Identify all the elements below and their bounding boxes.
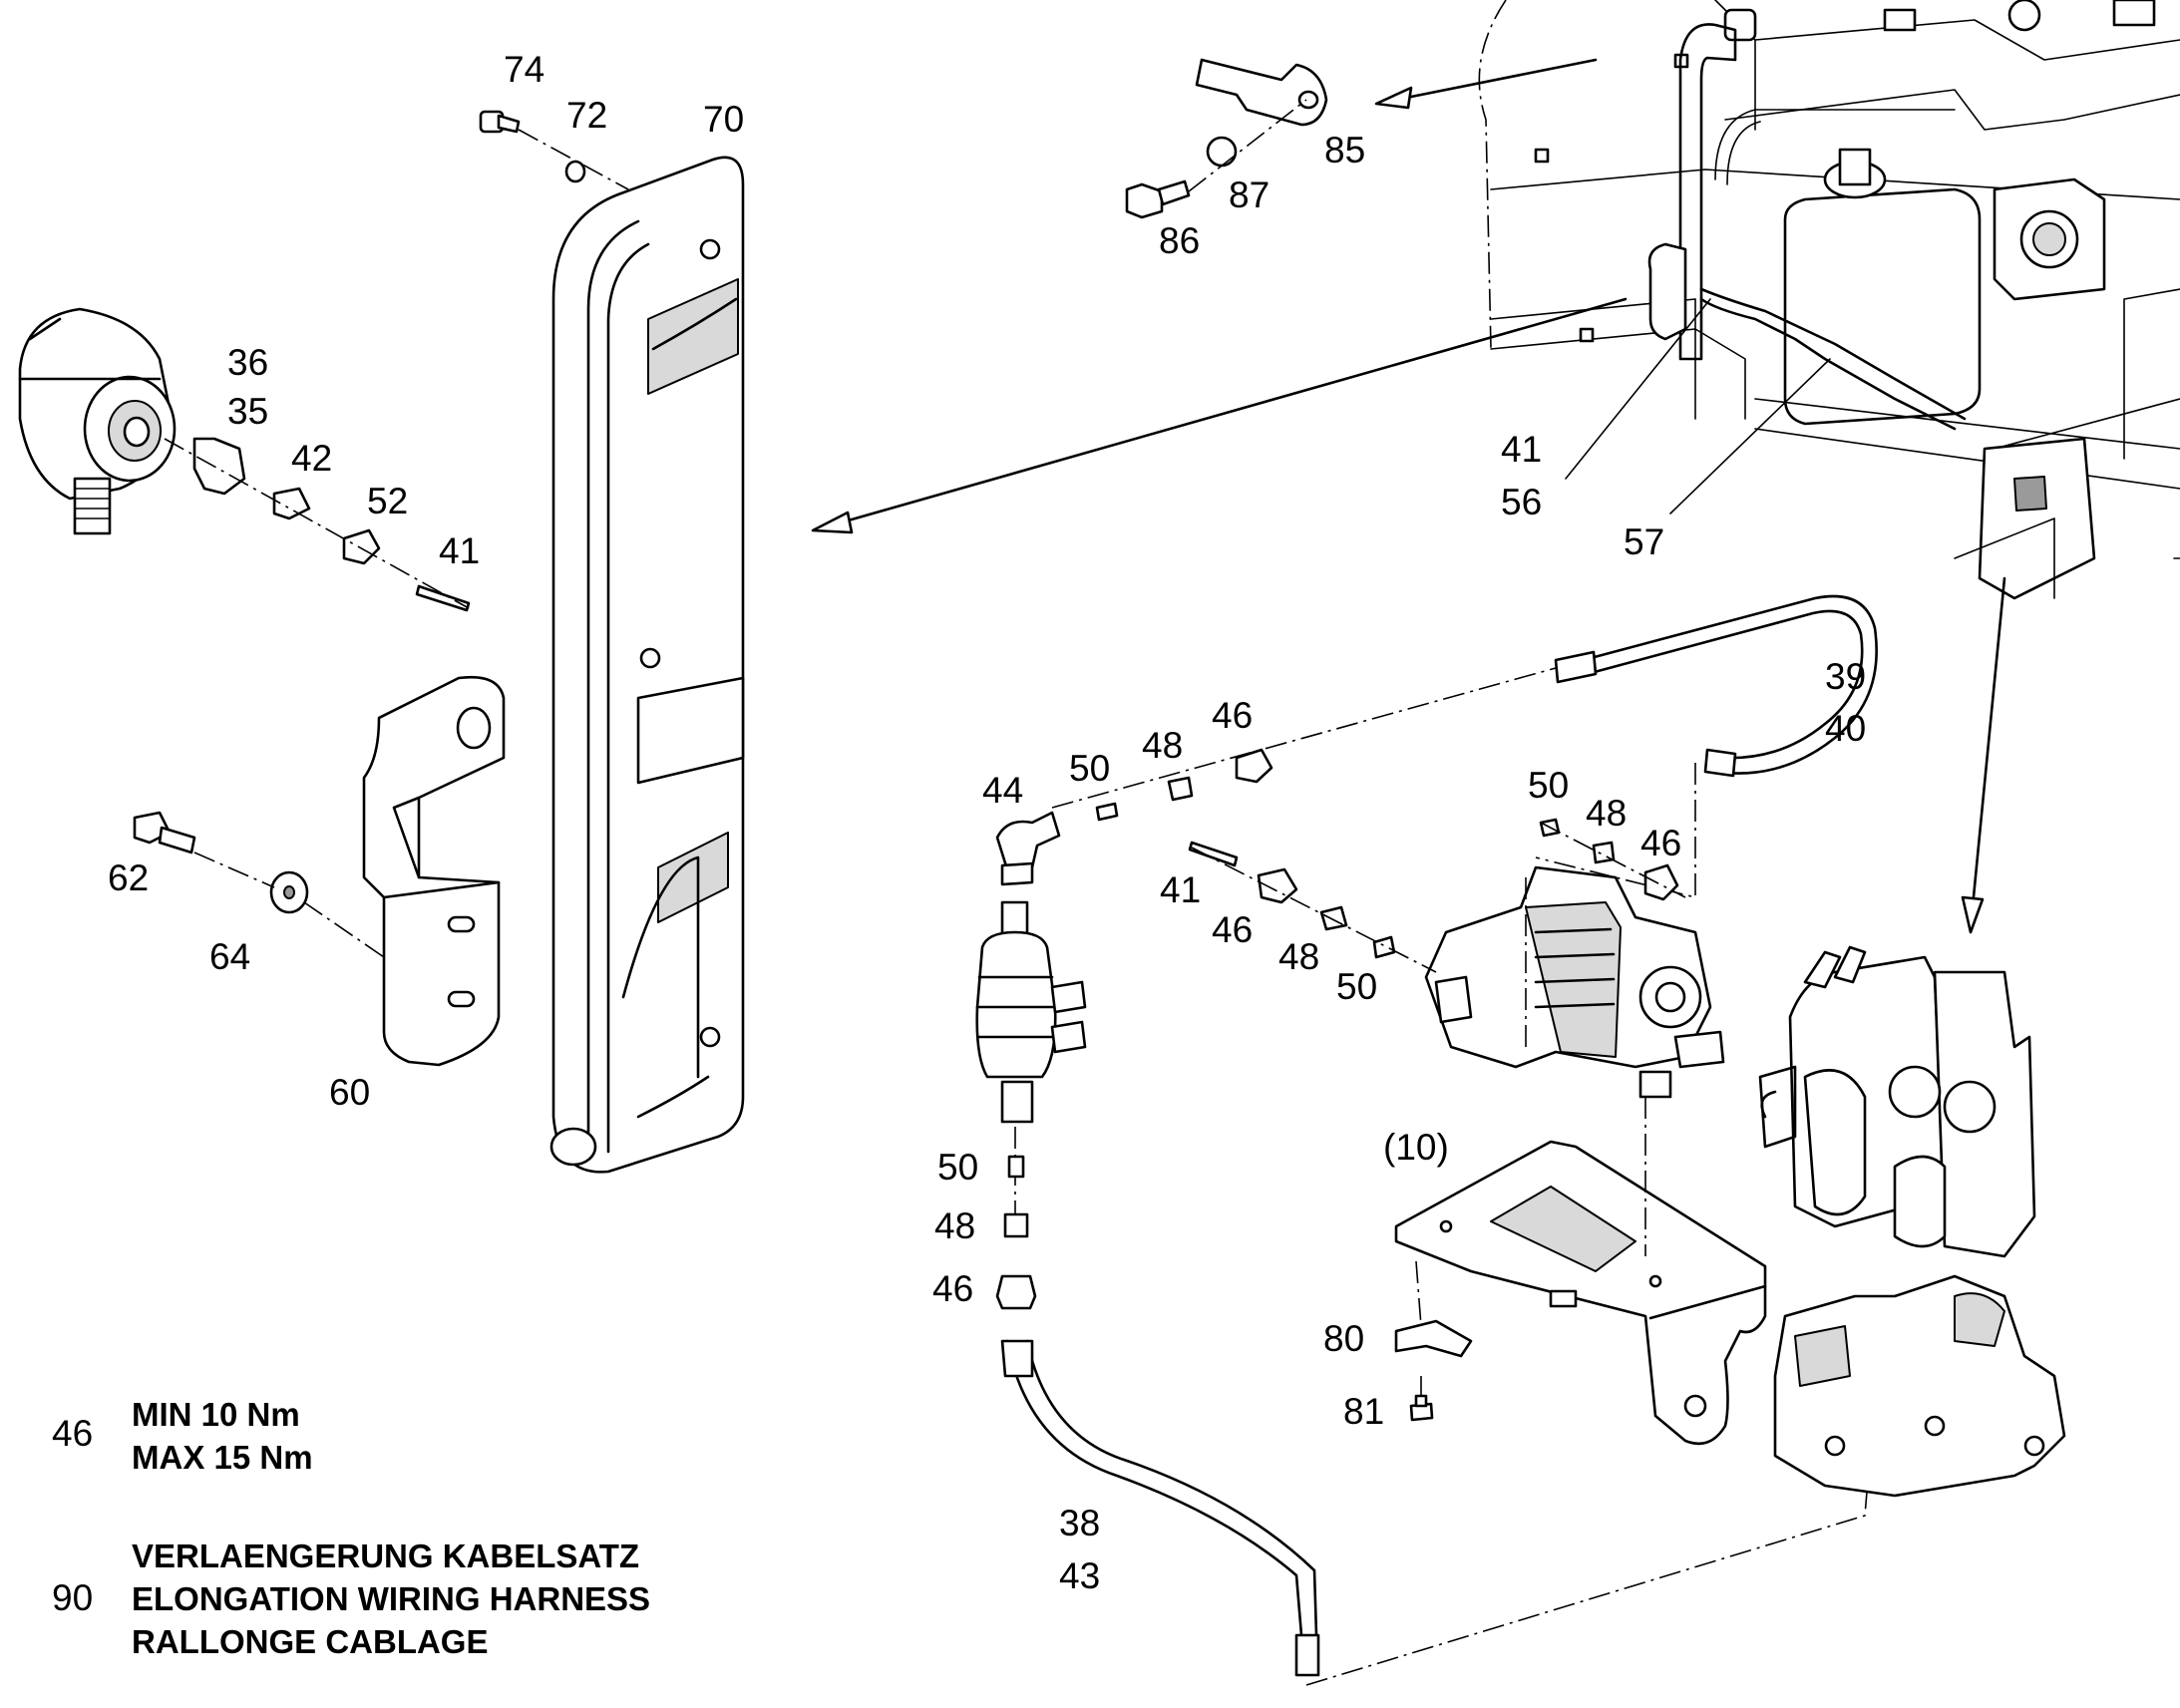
- callout-10: (10): [1383, 1127, 1449, 1168]
- nut-part-52: [342, 528, 381, 565]
- torque-note-max: MAX 15 Nm: [132, 1439, 313, 1476]
- screw-part-81: [1409, 1394, 1434, 1422]
- nut-part-46d: [995, 1274, 1037, 1310]
- washer-part-87: [1206, 136, 1238, 168]
- assembly-line-74-70: [518, 129, 629, 190]
- callout-70: 70: [703, 99, 744, 140]
- base-plate-part-10: [1394, 1140, 1767, 1446]
- assembly-line-pump-right: [1540, 822, 1686, 898]
- nut-part-46a: [1235, 748, 1273, 784]
- sleeve-part-41c: [1188, 841, 1239, 867]
- callout-81: 81: [1343, 1391, 1384, 1432]
- bolt-part-86: [1125, 179, 1191, 219]
- assembly-line-bracket: [193, 852, 385, 958]
- callout-36: 36: [227, 342, 268, 383]
- callout-85: 85: [1324, 130, 1365, 171]
- harness-note-line-en: ELONGATION WIRING HARNESS: [132, 1580, 650, 1617]
- callout-50-pump: 50: [1336, 966, 1377, 1007]
- inline-filter-assembly: [975, 900, 1087, 1124]
- callout-41-left: 41: [439, 530, 480, 571]
- assembly-line-hose-40: [1535, 763, 1696, 899]
- callout-52: 52: [367, 481, 408, 521]
- arrow-to-panel: [811, 297, 1628, 534]
- torque-note: 46 MIN 10 Nm MAX 15 Nm: [52, 1396, 313, 1476]
- bracket-part-60: [362, 675, 506, 1067]
- assembly-line-harness-90: [1305, 1395, 1876, 1686]
- callout-50-right: 50: [1528, 765, 1569, 806]
- bolt-part-74: [479, 110, 521, 134]
- callout-43: 43: [1059, 1555, 1100, 1596]
- callout-46-top: 46: [1212, 695, 1253, 736]
- callout-41-pump: 41: [1160, 869, 1201, 910]
- sleeve-part-41-left: [415, 584, 471, 612]
- callout-56: 56: [1501, 482, 1542, 522]
- leader-57: [1669, 358, 1831, 514]
- fitting-part-48c: [1319, 905, 1348, 931]
- callout-41-frame: 41: [1501, 429, 1542, 470]
- hose-part-38-43: [1000, 1339, 1320, 1677]
- pump-part: [1424, 865, 1725, 1099]
- nut-part-46c: [1257, 867, 1298, 904]
- callout-80: 80: [1323, 1318, 1364, 1359]
- fitting-part-35: [192, 437, 246, 496]
- torque-note-min: MIN 10 Nm: [132, 1396, 300, 1433]
- callout-86: 86: [1159, 220, 1200, 261]
- callout-72: 72: [566, 95, 607, 136]
- torque-note-part-number: 46: [52, 1413, 93, 1454]
- bolt-part-62: [133, 811, 196, 854]
- callout-50-top: 50: [1069, 748, 1110, 789]
- callout-74: 74: [504, 49, 545, 90]
- filter-housing-part-36: [18, 307, 177, 535]
- callout-46-right: 46: [1640, 823, 1681, 863]
- callout-40: 40: [1825, 708, 1866, 749]
- callout-44: 44: [982, 770, 1023, 811]
- clip-part-80: [1394, 1319, 1473, 1358]
- callout-60: 60: [329, 1072, 370, 1113]
- washer-hole-64: [283, 885, 295, 899]
- callout-48-filter: 48: [934, 1205, 975, 1246]
- harness-note-part-number: 90: [52, 1577, 93, 1618]
- assembly-line-clip: [1188, 99, 1307, 192]
- assembly-line-pump-left: [1191, 847, 1437, 973]
- cover-panel-part-70: [549, 156, 745, 1174]
- sleeve-part-50c: [1372, 935, 1396, 959]
- fitting-part-48a: [1167, 776, 1194, 802]
- callout-87: 87: [1229, 174, 1270, 215]
- nut-part-46b: [1643, 863, 1679, 901]
- callout-50-filter: 50: [937, 1147, 978, 1188]
- assembly-line-hose-39: [1051, 667, 1557, 809]
- callout-57: 57: [1624, 521, 1664, 562]
- callout-38: 38: [1059, 1503, 1100, 1543]
- callout-35: 35: [227, 391, 268, 432]
- assembly-line-filter: [164, 438, 470, 609]
- callout-46-filter: 46: [932, 1268, 973, 1309]
- machine-frame-assembly: [1478, 0, 2180, 600]
- washer-part-72: [564, 160, 586, 183]
- callout-48-pump: 48: [1278, 936, 1319, 977]
- arrow-to-pump-unit: [1961, 576, 2006, 934]
- clip-part-85: [1195, 58, 1328, 127]
- elbow-fitting-part-44: [995, 811, 1061, 886]
- callout-46-pump: 46: [1212, 909, 1253, 950]
- callout-62: 62: [108, 857, 149, 898]
- hydraulic-unit-assembly: [1758, 945, 2066, 1498]
- harness-note-line-fr: RALLONGE CABLAGE: [132, 1623, 489, 1660]
- fitting-part-48d: [1003, 1212, 1029, 1238]
- callout-39: 39: [1825, 656, 1866, 697]
- leader-41-56: [1565, 298, 1711, 480]
- sleeve-part-50d: [1007, 1155, 1025, 1179]
- callout-42: 42: [291, 438, 332, 479]
- callout-48-top: 48: [1142, 725, 1183, 766]
- callout-48-right: 48: [1586, 793, 1627, 834]
- hose-part-39-40: [1554, 594, 1878, 778]
- sleeve-part-50a: [1095, 802, 1119, 822]
- harness-note: 90 VERLAENGERUNG KABELSATZ ELONGATION WI…: [52, 1537, 650, 1660]
- callout-64: 64: [209, 936, 250, 977]
- harness-note-line-de: VERLAENGERUNG KABELSATZ: [132, 1537, 639, 1574]
- arrow-to-clip: [1374, 58, 1598, 110]
